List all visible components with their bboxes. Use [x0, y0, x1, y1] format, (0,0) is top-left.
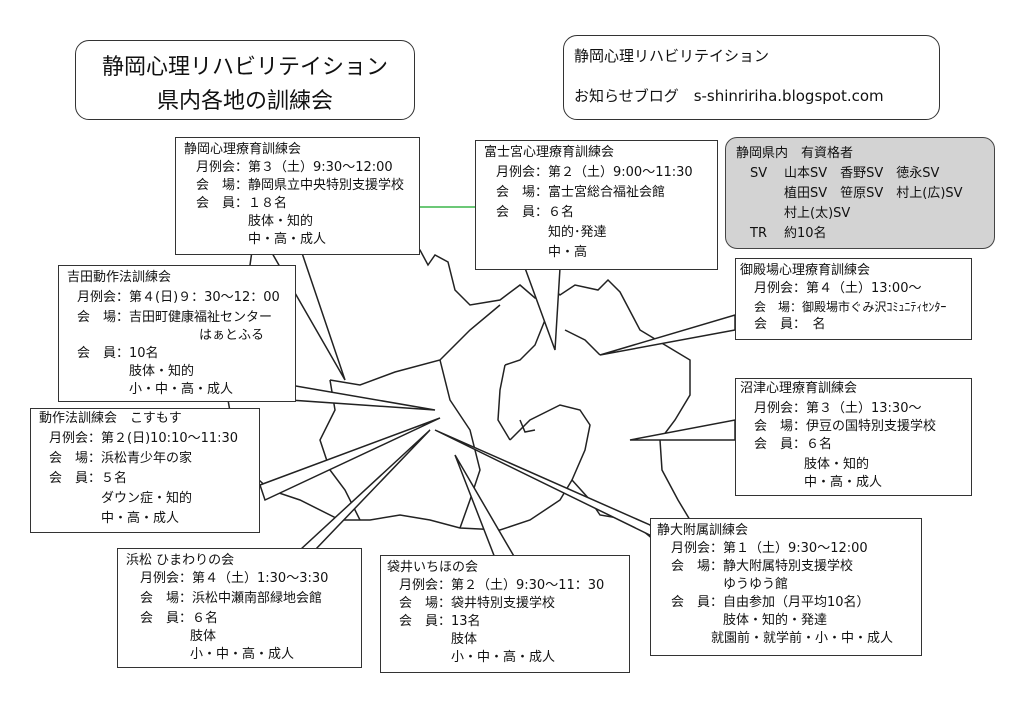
blog-link[interactable]: お知らせブログ s-shinririha.blogspot.com [574, 87, 884, 105]
group-members: 会 員： 名 [754, 317, 826, 332]
group-type: ダウン症・知的 [101, 491, 193, 506]
group-schedule: 月例会：第１（土）9:30〜12:00 [671, 541, 868, 556]
group-type: 知的･発達 [548, 225, 607, 240]
group-name: 吉田動作法訓練会 [67, 270, 172, 285]
group-members: 会 員：６名 [496, 205, 575, 220]
group-ages: 小・中・高・成人 [190, 647, 295, 662]
sv-row-2: 植田SV 笹原SV 村上(広)SV [784, 186, 963, 201]
group-venue: 会 場：袋井特別支援学校 [399, 596, 556, 611]
group-schedule: 月例会：第３（土）9:30〜12:00 [196, 160, 393, 175]
group-schedule: 月例会：第２(日)10:10〜11:30 [49, 431, 239, 446]
group-name: 富士宮心理療育訓練会 [484, 145, 615, 160]
group-name: 静岡心理療育訓練会 [184, 142, 302, 157]
group-schedule: 月例会：第４(日)９：30〜12：00 [77, 290, 280, 305]
group-members: 会 員：13名 [399, 614, 481, 629]
blog-box: 静岡心理リハビリテイション お知らせブログ s-shinririha.blogs… [563, 35, 940, 120]
page-title: 静岡心理リハビリテイション [101, 55, 388, 80]
group-type: 肢体・知的・発達 [723, 613, 828, 628]
group-type: 肢体・知的 [804, 457, 870, 472]
group-ages: 中・高 [548, 245, 588, 260]
group-name: 浜松 ひまわりの会 [126, 553, 235, 568]
group-type: 肢体・知的 [129, 364, 195, 379]
title-box: 静岡心理リハビリテイション 県内各地の訓練会 [75, 40, 415, 120]
group-venue-2: ゆうゆう館 [723, 577, 789, 592]
group-venue: 会 場：伊豆の国特別支援学校 [754, 419, 937, 434]
group-name: 沼津心理療育訓練会 [740, 381, 858, 396]
group-fukuroi: 袋井いちほの会 月例会：第２（土）9:30〜11：30 会 場：袋井特別支援学校… [380, 555, 630, 673]
group-venue: 会 場：御殿場市ぐみ沢ｺﾐｭﾆﾃｨｾﾝﾀｰ [754, 300, 947, 314]
group-shizuoka: 静岡心理療育訓練会 月例会：第３（土）9:30〜12:00 会 場：静岡県立中央… [175, 137, 420, 255]
callout-pointers [259, 252, 736, 559]
group-type: 肢体 [451, 632, 478, 647]
group-ages: 小・中・高・成人 [129, 382, 234, 397]
group-shizudai: 静大附属訓練会 月例会：第１（土）9:30〜12:00 会 場：静大附属特別支援… [650, 518, 922, 656]
group-venue: 会 場：富士宮総合福祉会館 [496, 185, 666, 200]
group-ages: 小・中・高・成人 [451, 650, 556, 665]
group-cosmos: 動作法訓練会 こすもす 月例会：第２(日)10:10〜11:30 会 場：浜松青… [30, 408, 260, 533]
group-members: 会 員：１８名 [196, 196, 288, 211]
group-ages: 中・高・成人 [804, 475, 883, 490]
sv-row-1: 山本SV 香野SV 徳永SV [784, 166, 940, 181]
group-name: 御殿場心理療育訓練会 [740, 263, 871, 278]
group-fujinomiya: 富士宮心理療育訓練会 月例会：第２（土）9:00〜11:30 会 場：富士宮総合… [475, 140, 718, 270]
group-yoshida: 吉田動作法訓練会 月例会：第４(日)９：30〜12：00 会 場：吉田町健康福祉… [58, 265, 296, 402]
group-himawari: 浜松 ひまわりの会 月例会：第４（土）1:30〜3:30 会 場：浜松中瀬南部緑… [117, 548, 362, 668]
qualified-staff-box: 静岡県内 有資格者 SV 山本SV 香野SV 徳永SV 植田SV 笹原SV 村上… [725, 137, 995, 249]
sv-label: SV [750, 166, 768, 181]
group-schedule: 月例会：第２（土）9:00〜11:30 [496, 165, 693, 180]
tr-label: TR [750, 226, 767, 241]
group-name: 動作法訓練会 こすもす [39, 411, 182, 426]
group-members: 会 員：６名 [754, 437, 833, 452]
qualified-header: 静岡県内 有資格者 [736, 146, 854, 161]
group-gotemba: 御殿場心理療育訓練会 月例会：第４（土）13:00〜 会 場：御殿場市ぐみ沢ｺﾐ… [735, 258, 972, 340]
group-schedule: 月例会：第２（土）9:30〜11：30 [399, 578, 605, 593]
group-members: 会 員：10名 [77, 346, 159, 361]
group-schedule: 月例会：第３（土）13:30〜 [754, 401, 922, 416]
group-name: 袋井いちほの会 [387, 560, 479, 575]
group-venue: 会 場：静岡県立中央特別支援学校 [196, 178, 405, 193]
group-venue-2: はぁとふる [199, 328, 265, 343]
tr-value: 約10名 [784, 226, 827, 241]
page-subtitle: 県内各地の訓練会 [156, 89, 333, 114]
group-name: 静大附属訓練会 [657, 523, 749, 538]
group-venue: 会 場：浜松中瀬南部緑地会館 [140, 591, 323, 606]
group-venue: 会 場：吉田町健康福祉センター [77, 310, 273, 325]
group-members: 会 員：５名 [49, 471, 128, 486]
group-venue: 会 場：浜松青少年の家 [49, 451, 193, 466]
sv-row-3: 村上(太)SV [784, 206, 851, 221]
blog-org-name: 静岡心理リハビリテイション [574, 47, 770, 65]
group-schedule: 月例会：第４（土）1:30〜3:30 [140, 571, 329, 586]
group-venue: 会 場：静大附属特別支援学校 [671, 559, 854, 574]
group-type: 肢体 [190, 629, 217, 644]
group-ages: 中・高・成人 [248, 232, 327, 247]
group-numazu: 沼津心理療育訓練会 月例会：第３（土）13:30〜 会 場：伊豆の国特別支援学校… [735, 378, 972, 496]
group-schedule: 月例会：第４（土）13:00〜 [754, 281, 922, 296]
group-ages: 就園前・就学前・小・中・成人 [711, 631, 894, 646]
group-members: 会 員：６名 [140, 611, 219, 626]
group-members: 会 員：自由参加（月平均10名） [671, 595, 870, 610]
group-type: 肢体・知的 [248, 214, 314, 229]
group-ages: 中・高・成人 [101, 511, 180, 526]
